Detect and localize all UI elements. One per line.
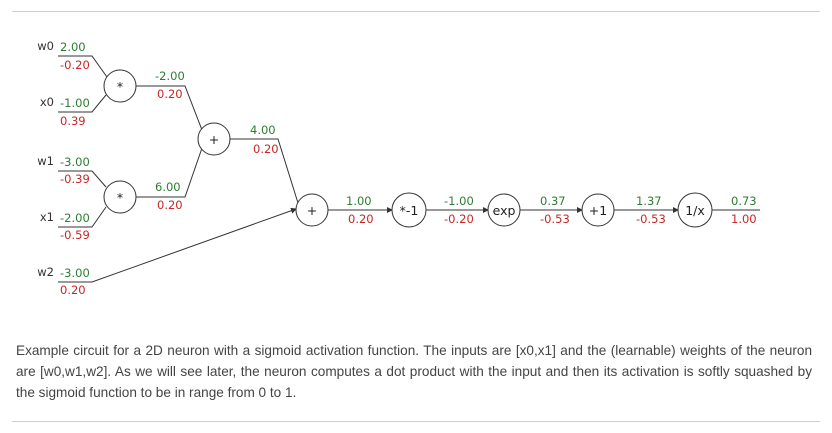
edge-mul0-grad: 0.20 <box>157 87 183 101</box>
op-add1-label: + <box>307 203 317 218</box>
input-w0-name: w0 <box>37 39 54 53</box>
op-recip-label: 1/x <box>685 203 705 218</box>
op-mul0-node <box>103 69 137 103</box>
edge-add0-value: 4.00 <box>250 123 276 137</box>
op-exp-label: exp <box>493 203 516 218</box>
input-x1-value: -2.00 <box>60 211 90 225</box>
edge-out-value: 0.73 <box>731 194 757 208</box>
edge-plus1-value: 1.37 <box>636 194 662 208</box>
edge-neg-value: -1.00 <box>444 194 474 208</box>
input-x0-value: -1.00 <box>60 96 90 110</box>
edge-exp-grad: -0.53 <box>540 212 570 226</box>
op-neg-node <box>391 192 427 228</box>
wire-x1 <box>58 206 107 228</box>
input-x1-grad: -0.59 <box>60 228 90 242</box>
op-mul1-node <box>103 180 137 214</box>
circuit-diagram: * * + + *-1 exp +1 1/x w0 x0 w1 x1 w2 2.… <box>37 39 760 297</box>
edge-plus1-grad: -0.53 <box>636 212 666 226</box>
op-mul0-label: * <box>117 79 123 94</box>
edge-exp-value: 0.37 <box>540 194 566 208</box>
op-mul1-label: * <box>117 190 123 205</box>
input-x0-grad: 0.39 <box>60 114 86 128</box>
wire-mul0-out <box>136 85 203 131</box>
input-x0-name: x0 <box>40 95 54 109</box>
op-recip-node <box>677 192 713 228</box>
wire-x0 <box>58 94 107 113</box>
edge-mul1-grad: 0.20 <box>157 198 183 212</box>
wire-w0 <box>58 55 108 78</box>
input-w2-name: w2 <box>37 265 54 279</box>
op-plus1-label: +1 <box>589 203 607 218</box>
wires <box>58 55 760 283</box>
wire-w1 <box>58 170 107 188</box>
wire-add0-out <box>230 138 299 204</box>
wire-mul1-out <box>136 147 203 198</box>
edge-add1-value: 1.00 <box>346 194 372 208</box>
edge-mul1-value: 6.00 <box>155 180 181 194</box>
op-exp-node <box>487 193 521 227</box>
input-w2-grad: 0.20 <box>60 283 86 297</box>
op-add1-node <box>295 193 329 227</box>
input-x1-name: x1 <box>40 210 54 224</box>
input-w1-value: -3.00 <box>60 155 90 169</box>
edge-add0-grad: 0.20 <box>253 142 279 156</box>
op-add0-label: + <box>209 132 219 147</box>
input-w2-value: -3.00 <box>60 266 90 280</box>
edge-mul0-value: -2.00 <box>155 69 185 83</box>
figure-caption: Example circuit for a 2D neuron with a s… <box>16 343 812 400</box>
bottom-divider <box>12 421 820 422</box>
input-w1-grad: -0.39 <box>60 172 90 186</box>
wire-w2 <box>58 207 297 283</box>
op-plus1-node <box>581 193 615 227</box>
op-neg-label: *-1 <box>400 203 419 218</box>
input-w0-grad: -0.20 <box>60 58 90 72</box>
edge-neg-grad: -0.20 <box>444 212 474 226</box>
edge-add1-grad: 0.20 <box>348 212 374 226</box>
op-add0-node <box>197 122 231 156</box>
input-w0-value: 2.00 <box>60 40 86 54</box>
top-divider <box>12 11 820 12</box>
edge-out-grad: 1.00 <box>731 212 757 226</box>
input-w1-name: w1 <box>37 154 54 168</box>
